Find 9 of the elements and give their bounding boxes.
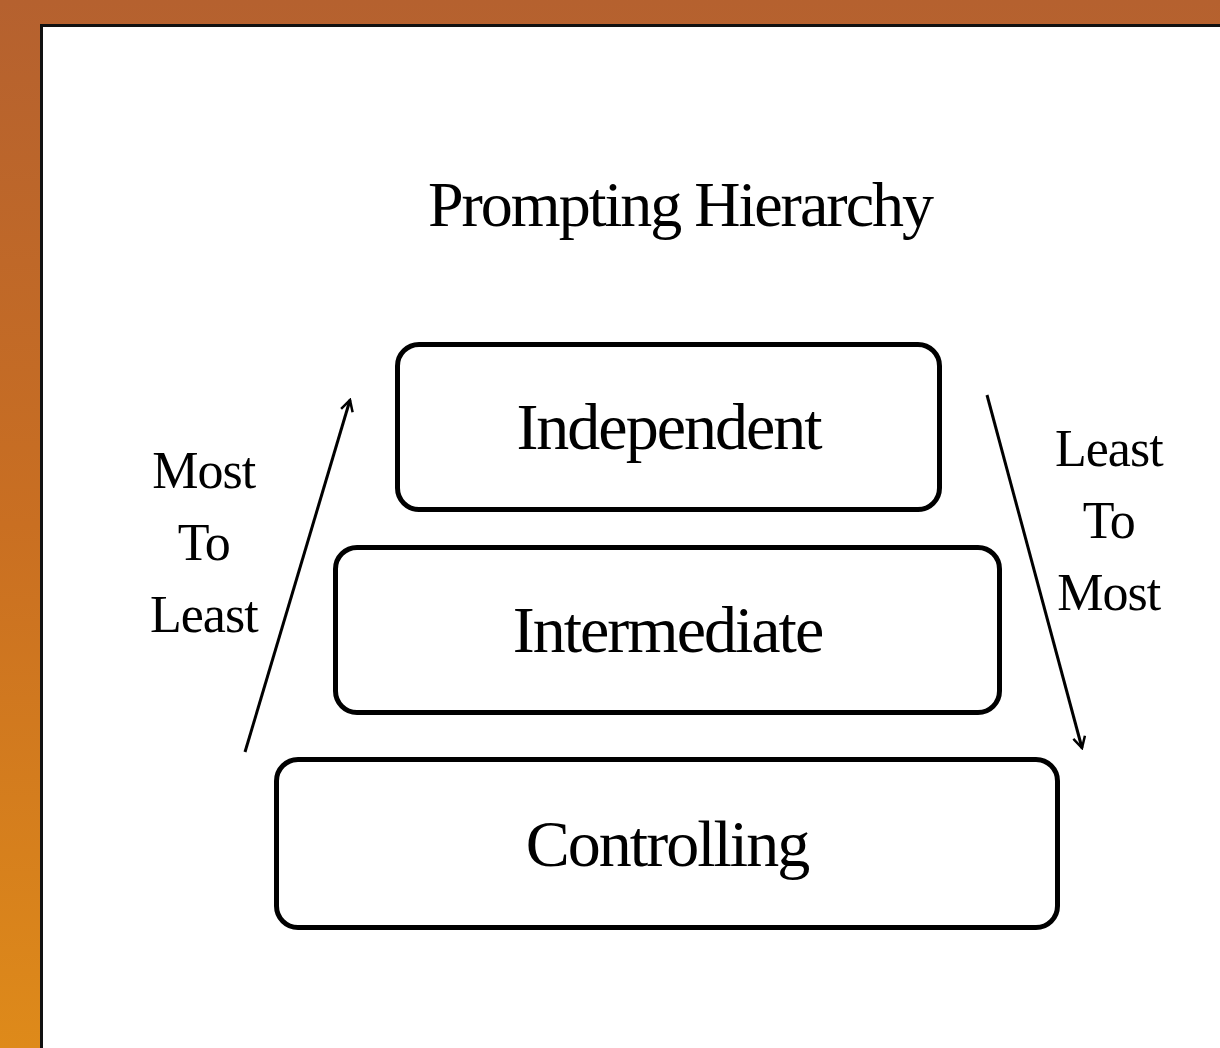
direction-label: Least To Most bbox=[1055, 419, 1163, 623]
direction-label: Most To Least bbox=[150, 441, 258, 645]
level-label: Independent bbox=[516, 389, 821, 465]
level-box bbox=[333, 545, 1002, 715]
level-label: Intermediate bbox=[512, 592, 823, 668]
level-label: Controlling bbox=[525, 805, 809, 882]
level-box bbox=[274, 757, 1060, 930]
level-box bbox=[395, 342, 942, 512]
title: Prompting Hierarchy bbox=[426, 168, 934, 242]
